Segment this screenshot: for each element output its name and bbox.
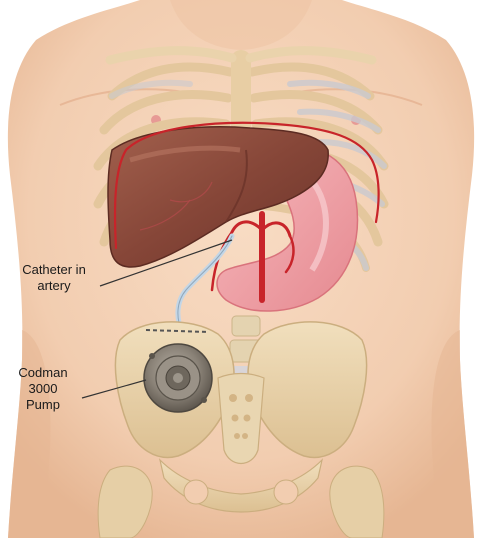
catheter-label-line2: artery bbox=[8, 278, 100, 294]
pump-label-line1: Codman bbox=[6, 365, 80, 381]
catheter-label: Catheter in artery bbox=[8, 262, 100, 294]
pump-label-line3: Pump bbox=[6, 397, 80, 413]
pump-label: Codman 3000 Pump bbox=[6, 365, 80, 413]
pelvis bbox=[98, 316, 384, 538]
pump-label-line2: 3000 bbox=[6, 381, 80, 397]
catheter-label-line1: Catheter in bbox=[8, 262, 100, 278]
pump-device-icon bbox=[144, 344, 212, 412]
